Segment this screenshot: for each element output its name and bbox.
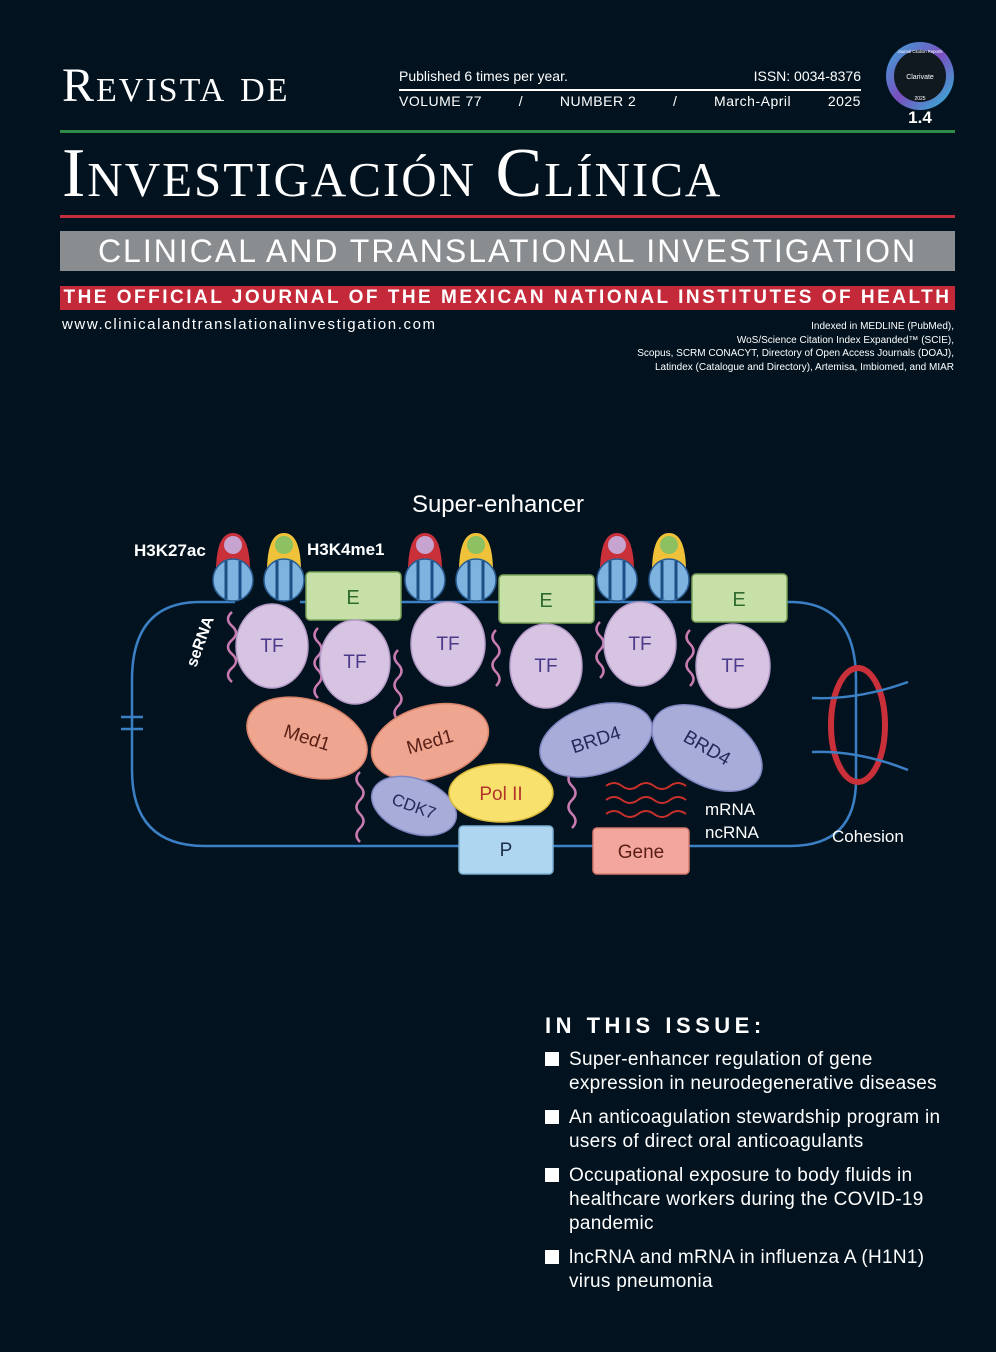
tf-label: TF — [721, 656, 744, 677]
promoter-label: P — [500, 840, 513, 861]
tf-label: TF — [534, 656, 557, 677]
journal-subtitle: CLINICAL AND TRANSLATIONAL INVESTIGATION — [97, 233, 918, 269]
tf-label: TF — [343, 652, 366, 673]
enhancer-label: E — [732, 589, 745, 611]
transcription-factor: TF — [235, 603, 309, 689]
separator: / — [518, 93, 524, 109]
journal-citation-reports-badge: Clarivate 2025 Journal Citation Reports — [886, 42, 954, 110]
transcription-factor: TF — [410, 601, 486, 687]
histone-pair — [212, 533, 305, 602]
article-title: Super-enhancer regulation of gene expres… — [569, 1049, 937, 1094]
green-divider — [60, 130, 955, 133]
subtitle-band: CLINICAL AND TRANSLATIONAL INVESTIGATION — [60, 231, 955, 271]
h3k4me1-label: H3K4me1 — [307, 540, 385, 559]
journal-title-line1: Revista de — [62, 59, 290, 112]
article-item[interactable]: lncRNA and mRNA in influenza A (H1N1) vi… — [545, 1246, 965, 1294]
bullet-square-icon — [545, 1168, 559, 1182]
h3k27ac-label: H3K27ac — [134, 541, 206, 560]
brd4-protein: BRD4 — [651, 703, 763, 793]
figure-title: Super-enhancer — [412, 491, 584, 518]
ncrna-label: ncRNA — [705, 823, 760, 842]
indexing-line: Latindex (Catalogue and Directory), Arte… — [654, 361, 954, 373]
tf-label: TF — [436, 634, 459, 655]
promoter-box: P — [458, 825, 554, 875]
transcription-factor: TF — [319, 619, 391, 705]
number-text: NUMBER 2 — [559, 93, 637, 109]
article-item[interactable]: An anticoagulation stewardship program i… — [545, 1106, 965, 1154]
enhancer-box: E — [498, 574, 595, 624]
pol2-protein: Pol II — [448, 763, 554, 823]
separator: / — [672, 93, 678, 109]
mrna-label: mRNA — [705, 800, 756, 819]
histone-pair — [404, 533, 497, 602]
tf-label: TF — [260, 636, 283, 657]
publication-divider — [399, 89, 861, 91]
dna-strand — [811, 680, 909, 700]
period-text: March-April — [714, 93, 792, 109]
issn-text: ISSN: 0034-8376 — [753, 68, 861, 84]
frequency-text: Published 6 times per year. — [399, 68, 568, 84]
year-text: 2025 — [827, 93, 861, 109]
tf-label: TF — [628, 634, 651, 655]
transcription-factor: TF — [695, 623, 771, 709]
super-enhancer-diagram: Super-enhancer H3K27ac H3K4me1 seRNA — [121, 491, 909, 875]
med1-protein: Med1 — [370, 702, 490, 782]
enhancer-label: E — [539, 590, 552, 612]
enhancer-box: E — [305, 571, 402, 621]
dna-strand — [811, 750, 909, 772]
journal-title-line2: Investigación Clínica — [62, 135, 723, 212]
badge-year: 2025 — [914, 96, 925, 102]
website-url[interactable]: www.clinicalandtranslationalinvestigatio… — [62, 316, 437, 333]
indexing-line: WoS/Science Citation Index Expanded™ (SC… — [736, 334, 954, 346]
badge-brand: Clarivate — [906, 74, 934, 81]
publication-info: Published 6 times per year. ISSN: 0034-8… — [399, 68, 861, 84]
gene-box: Gene — [592, 827, 690, 875]
gene-label: Gene — [618, 842, 664, 863]
cdk7-protein: CDK7 — [370, 775, 458, 837]
article-title: lncRNA and mRNA in influenza A (H1N1) vi… — [569, 1247, 925, 1292]
article-item[interactable]: Occupational exposure to body fluids in … — [545, 1164, 965, 1236]
bullet-square-icon — [545, 1250, 559, 1264]
in-this-issue-heading: IN THIS ISSUE: — [545, 1013, 766, 1038]
transcription-factor: TF — [509, 623, 583, 709]
enhancer-box: E — [691, 573, 788, 623]
issue-article-list: Super-enhancer regulation of gene expres… — [545, 1048, 965, 1304]
brd4-protein: BRD4 — [539, 702, 653, 778]
article-title: An anticoagulation stewardship program i… — [569, 1107, 941, 1152]
serna-transcripts — [226, 611, 695, 843]
official-journal-text: THE OFFICIAL JOURNAL OF THE MEXICAN NATI… — [63, 287, 952, 308]
official-journal-band: THE OFFICIAL JOURNAL OF THE MEXICAN NATI… — [60, 286, 955, 310]
cohesin-ring — [828, 665, 888, 785]
cohesion-label: Cohesion — [832, 827, 904, 846]
enhancer-label: E — [346, 587, 359, 609]
dna-loop — [130, 600, 858, 848]
med1-protein: Med1 — [246, 696, 368, 780]
indexing-info: Indexed in MEDLINE (PubMed), WoS/Science… — [594, 320, 954, 374]
transcription-factor: TF — [603, 601, 677, 687]
bullet-square-icon — [545, 1110, 559, 1124]
histone-pair — [596, 533, 690, 602]
bullet-square-icon — [545, 1052, 559, 1066]
indexing-line: Scopus, SCRM CONACYT, Directory of Open … — [637, 348, 954, 359]
impact-factor: 1.4 — [908, 108, 932, 127]
red-divider — [60, 215, 955, 218]
badge-ring-text: Journal Citation Reports — [898, 49, 943, 54]
volume-line: VOLUME 77 / NUMBER 2 / March-April 2025 — [399, 93, 861, 109]
article-item[interactable]: Super-enhancer regulation of gene expres… — [545, 1048, 965, 1096]
article-title: Occupational exposure to body fluids in … — [569, 1165, 924, 1234]
pol2-label: Pol II — [479, 784, 522, 805]
volume-text: VOLUME 77 — [399, 93, 483, 109]
serna-label: seRNA — [184, 614, 218, 670]
indexing-line: Indexed in MEDLINE (PubMed), — [811, 321, 954, 332]
mrna-waves — [605, 782, 687, 818]
